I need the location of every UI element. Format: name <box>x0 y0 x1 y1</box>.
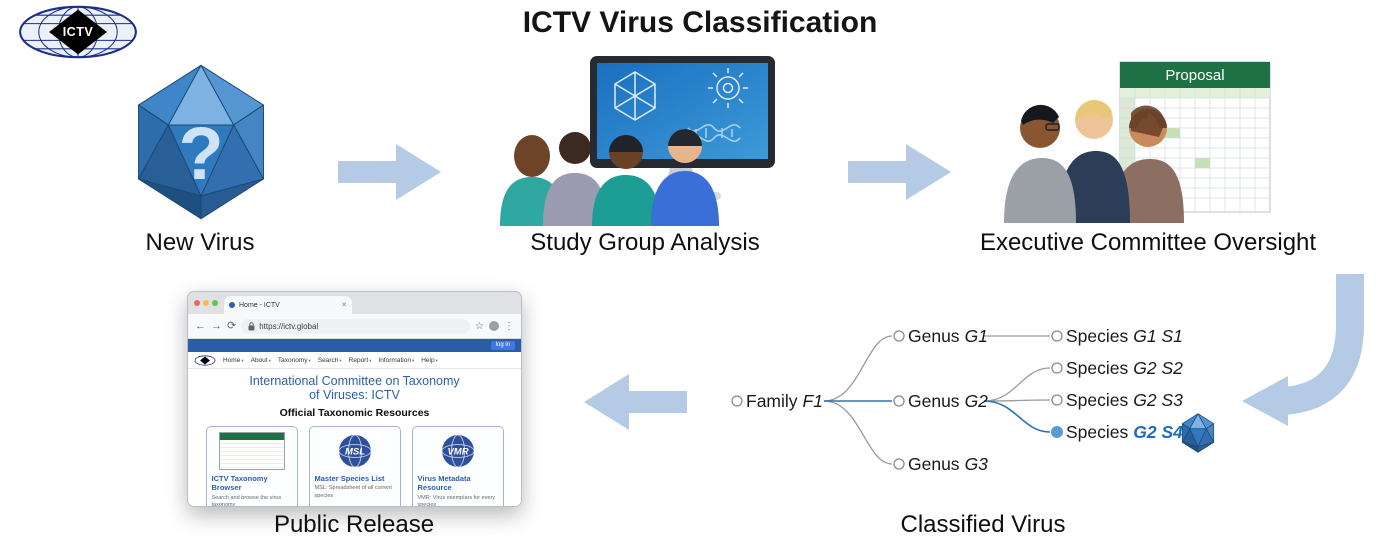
url-text: https://ictv.global <box>259 321 319 331</box>
flow-arrow-left <box>584 374 687 430</box>
executive-illustration: Proposal <box>1004 61 1271 223</box>
bookmark-star-icon[interactable]: ☆ <box>475 320 484 332</box>
menu-dots-icon[interactable]: ⋮ <box>504 320 514 332</box>
card-master-species-list[interactable]: MSL Master Species List MSL: Spreadsheet… <box>308 426 401 506</box>
nav-item-taxonomy[interactable]: Taxonomy <box>278 357 311 364</box>
taxonomy-browser-thumbnail <box>218 432 285 470</box>
svg-text:VMR: VMR <box>447 447 468 458</box>
nav-item-home[interactable]: Home <box>223 357 244 364</box>
step-label-new-virus: New Virus <box>145 229 255 256</box>
site-nav: Home About Taxonomy Search Report Inform… <box>188 352 521 369</box>
favicon <box>229 302 235 308</box>
flow-arrow-right-1 <box>338 144 441 200</box>
page-title: ICTV Virus Classification <box>522 6 878 39</box>
card-desc: Search and browse the virus taxonomy <box>211 494 282 506</box>
svg-text:MSL: MSL <box>344 447 364 458</box>
logo-text: ICTV <box>63 25 94 39</box>
nav-item-about[interactable]: About <box>251 357 271 364</box>
forward-icon[interactable]: → <box>211 319 222 332</box>
logo-diamond <box>49 9 107 55</box>
question-mark-glyph: ? <box>178 112 223 195</box>
ictv-logo: ICTV <box>19 5 137 59</box>
flow-arrow-right-2 <box>848 144 951 200</box>
taxonomy-tree-connectors <box>731 330 1063 470</box>
highlighted-node-dot <box>1051 426 1063 438</box>
site-subheading: Official Taxonomic Resources <box>279 407 430 419</box>
new-virus-icon: ? <box>138 64 264 220</box>
card-virus-metadata-resource[interactable]: VMR Virus Metadata Resource VMR: Virus e… <box>411 426 504 506</box>
step-label-study-group: Study Group Analysis <box>530 229 760 256</box>
virus-wireframe-icon <box>614 71 656 121</box>
address-bar[interactable]: https://ictv.global <box>241 318 471 334</box>
highlighted-lineage-path <box>824 400 1051 433</box>
site-heading: International Committee on Taxonomy of V… <box>249 374 460 402</box>
minimize-window-icon[interactable] <box>203 300 209 306</box>
nav-item-information[interactable]: Information <box>378 357 414 364</box>
maximize-window-icon[interactable] <box>212 300 218 306</box>
card-title: Virus Metadata Resource <box>417 474 471 493</box>
tab-title: Home - ICTV <box>239 301 280 309</box>
refresh-icon[interactable]: ⟳ <box>227 319 237 332</box>
browser-window: Home - ICTV ✕ ← → ⟳ https://ictv.global … <box>187 291 522 507</box>
card-title: Master Species List <box>314 474 385 483</box>
study-group-illustration <box>500 56 775 226</box>
resource-cards: ICTV Taxonomy Browser Search and browse … <box>188 426 521 506</box>
executive-people <box>1004 99 1184 223</box>
nav-item-report[interactable]: Report <box>349 357 372 364</box>
browser-tab[interactable]: Home - ICTV ✕ <box>224 296 352 314</box>
close-window-icon[interactable] <box>194 300 200 306</box>
site-top-bar: log in <box>188 339 521 352</box>
lock-icon <box>248 321 255 330</box>
gear-virus-icon <box>708 68 748 108</box>
vmr-globe-icon: VMR <box>441 434 474 468</box>
card-taxonomy-browser[interactable]: ICTV Taxonomy Browser Search and browse … <box>205 426 298 506</box>
card-desc: MSL: Spreadsheet of all current species <box>314 485 392 499</box>
proposal-header: Proposal <box>1165 67 1224 84</box>
browser-toolbar: ← → ⟳ https://ictv.global ☆ ⋮ <box>188 314 521 339</box>
study-group-people <box>500 129 719 226</box>
card-desc: VMR: Virus exemplars for every species <box>417 494 496 506</box>
login-button[interactable]: log in <box>490 340 515 351</box>
step-label-executive: Executive Committee Oversight <box>979 229 1317 256</box>
card-title: ICTV Taxonomy Browser <box>211 474 268 493</box>
step-label-public-release: Public Release <box>273 511 435 538</box>
profile-avatar[interactable] <box>489 321 499 331</box>
ictv-webpage: log in Home About Taxonomy Search Report… <box>188 339 521 506</box>
step-label-classified-virus: Classified Virus <box>900 511 1066 538</box>
site-logo-icon <box>194 354 216 366</box>
msl-globe-icon: MSL <box>338 434 371 468</box>
nav-item-help[interactable]: Help <box>421 357 438 364</box>
curved-arrow-down-left <box>1242 274 1364 426</box>
window-controls[interactable] <box>194 292 218 314</box>
back-icon[interactable]: ← <box>195 319 206 332</box>
browser-tab-bar: Home - ICTV ✕ <box>188 292 521 314</box>
close-tab-icon[interactable]: ✕ <box>341 302 347 309</box>
species-virus-icon <box>1181 413 1215 453</box>
nav-item-search[interactable]: Search <box>318 357 342 364</box>
